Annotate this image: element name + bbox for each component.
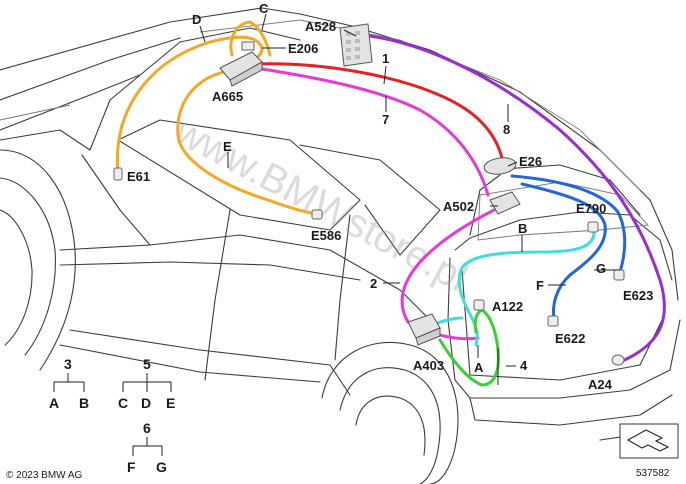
label-G: G (596, 261, 606, 276)
light-e622 (547, 315, 559, 327)
watermark: www.BMWstore.pl (167, 109, 475, 301)
label-A665: A665 (212, 89, 243, 104)
tree-6-parent: 6 (143, 420, 151, 436)
label-2: 2 (370, 276, 377, 291)
label-A24: A24 (588, 377, 613, 392)
label-8: 8 (503, 122, 510, 137)
light-e790 (587, 221, 599, 233)
tree-5-parent: 5 (143, 356, 151, 372)
module-a24 (611, 354, 625, 366)
label-A: A (474, 360, 484, 375)
figure-number: 537582 (636, 468, 670, 479)
car-body (0, 7, 681, 484)
wire-purple-8 (368, 34, 666, 364)
wire-cyan-b (457, 230, 596, 347)
tree-5-child-2: D (141, 395, 151, 411)
wire-orange-e (176, 68, 318, 216)
copyright-text: © 2023 BMW AG (6, 470, 83, 481)
label-7: 7 (382, 112, 389, 127)
components (113, 23, 625, 366)
label-E622: E622 (555, 331, 585, 346)
module-a403 (407, 313, 441, 346)
label-A528: A528 (305, 19, 336, 34)
module-a122 (473, 299, 485, 311)
label-D: D (192, 12, 201, 27)
component-labels: D C A528 E206 A665 1 7 8 E E61 E26 E790 … (127, 1, 653, 392)
wire-blue-g (510, 174, 627, 274)
label-A122: A122 (492, 299, 523, 314)
wire-orange-d (115, 35, 264, 174)
label-E61: E61 (127, 169, 150, 184)
tree-5-child-1: C (118, 395, 128, 411)
wire-orange-c (229, 20, 272, 57)
legend-tree-6: 6 F G (127, 420, 167, 475)
connector-e61 (113, 167, 123, 181)
label-C: C (259, 1, 269, 16)
label-E: E (223, 139, 232, 154)
light-e26 (483, 157, 517, 175)
module-a665 (219, 41, 263, 87)
legend-tree-5: 5 C D E (118, 356, 175, 411)
orientation-arrow-icon (619, 423, 679, 459)
tree-3-child-2: B (79, 395, 89, 411)
module-a528 (339, 23, 373, 67)
connector-e586 (311, 209, 323, 220)
wire-magenta-2 (400, 206, 500, 324)
legend-tree-3: 3 A B (49, 356, 89, 411)
label-A403: A403 (413, 358, 444, 373)
label-E586: E586 (311, 228, 341, 243)
tree-6-child-2: G (156, 459, 167, 475)
leader-lines (199, 13, 620, 385)
tree-3-parent: 3 (64, 356, 72, 372)
tree-5-child-3: E (166, 395, 175, 411)
label-E206: E206 (288, 41, 318, 56)
label-E26: E26 (519, 154, 542, 169)
light-e623 (613, 269, 625, 281)
label-E790: E790 (576, 201, 606, 216)
label-1: 1 (382, 51, 389, 66)
label-E623: E623 (623, 288, 653, 303)
wire-red-1 (254, 62, 504, 160)
label-4: 4 (520, 358, 528, 373)
label-F: F (536, 278, 544, 293)
label-A502: A502 (443, 199, 474, 214)
module-a502 (489, 191, 521, 215)
wire-magenta-7 (254, 66, 490, 197)
tree-3-child-1: A (49, 395, 59, 411)
tree-6-child-1: F (127, 459, 136, 475)
wire-blue-f (520, 182, 607, 320)
label-B: B (518, 221, 527, 236)
